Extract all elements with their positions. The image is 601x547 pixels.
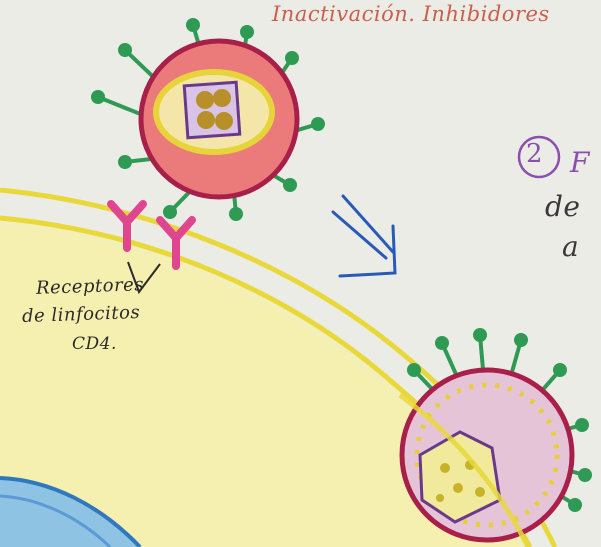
top-caption: Inactivación. Inhibidores (272, 2, 550, 26)
virus-top-capsid (184, 82, 240, 138)
receptor-label-line-3: CD4. (72, 334, 117, 354)
step-number: 2 (526, 139, 543, 169)
step-text-line-1: F (570, 146, 590, 179)
receptor-label-line-1: Receptores (36, 274, 145, 299)
receptor-label-line-2: de linfocitos (22, 302, 141, 327)
step-text-line-3: a (562, 230, 579, 263)
step-text-line-2: de (545, 190, 581, 223)
